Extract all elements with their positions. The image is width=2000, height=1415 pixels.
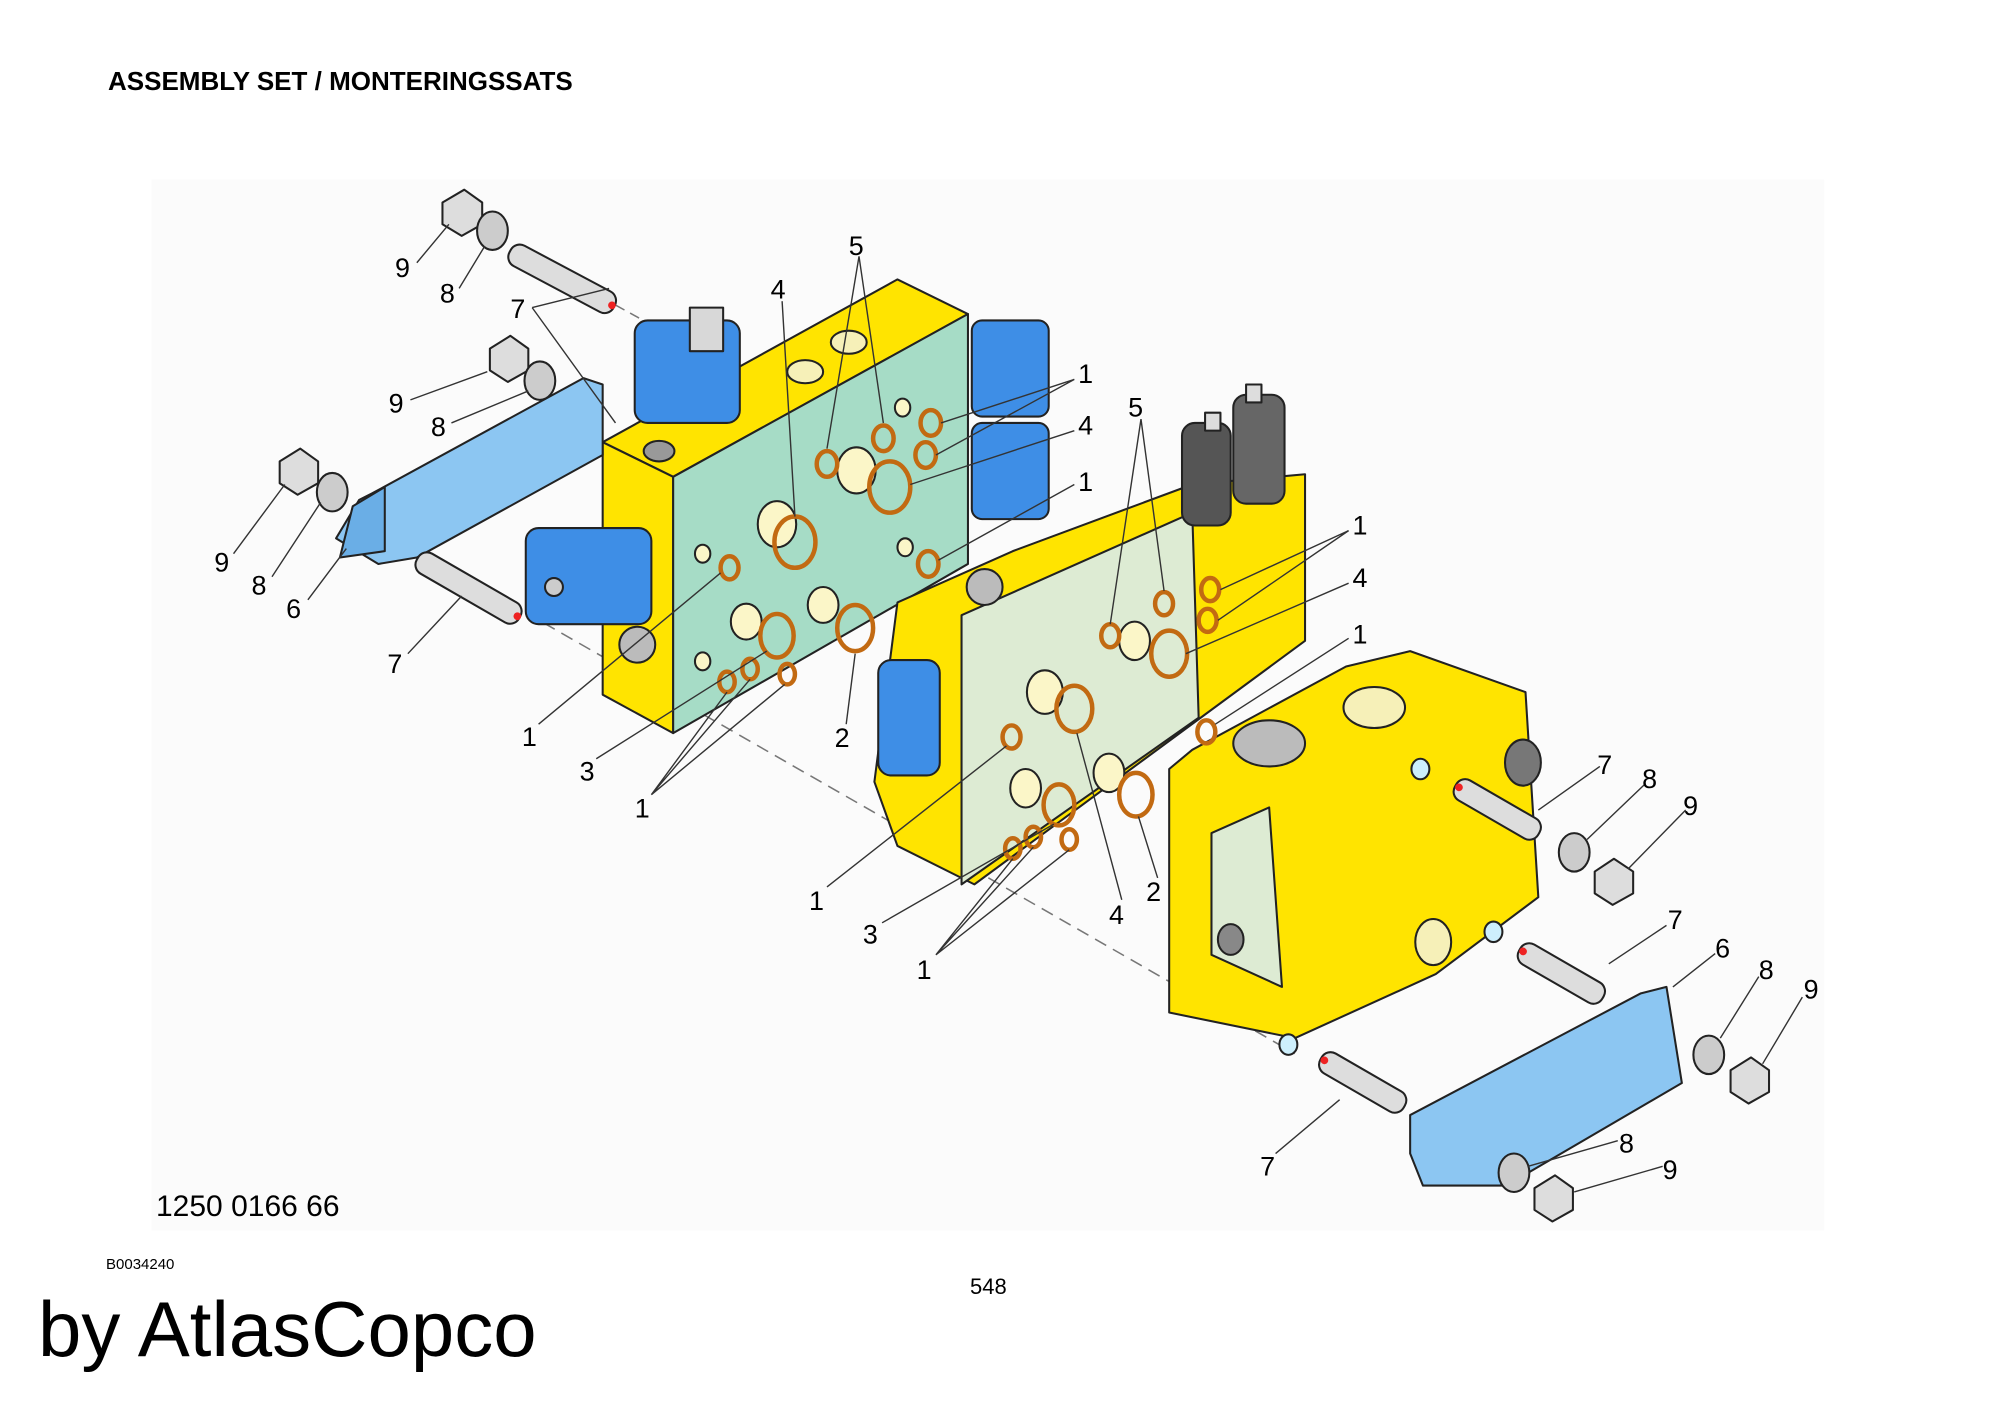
callout-label: 6 — [286, 594, 301, 624]
callout-label: 9 — [1804, 974, 1819, 1004]
leader-lines — [232, 223, 1803, 1193]
callout-label: 8 — [251, 571, 266, 601]
callout-label: 7 — [1260, 1151, 1275, 1181]
page-title: ASSEMBLY SET / MONTERINGSSATS — [108, 66, 573, 96]
brand-watermark: by AtlasCopco — [38, 1285, 537, 1373]
callout-label: 8 — [440, 278, 455, 308]
callout-label: 3 — [863, 919, 878, 949]
valve-block-left — [601, 278, 969, 735]
callout-label: 2 — [835, 723, 850, 753]
callout-label: 1 — [522, 722, 537, 752]
callout-label: 1 — [1078, 467, 1093, 497]
callout-label: 9 — [1683, 791, 1698, 821]
callout-label: 3 — [580, 757, 595, 787]
callout-labels: 9 8 7 4 5 9 8 1 4 1 9 8 6 7 1 3 1 2 5 1 … — [214, 231, 1818, 1185]
callout-label: 1 — [1352, 619, 1367, 649]
callout-label: 4 — [771, 275, 786, 305]
bracket-left — [335, 377, 604, 565]
callout-label: 8 — [1642, 764, 1657, 794]
nuts-and-washers — [278, 188, 1771, 1223]
solenoid-coil-right-lower — [970, 421, 1050, 521]
callout-label: 6 — [1715, 933, 1730, 963]
callout-label: 9 — [389, 389, 404, 419]
solenoid-coil-top — [633, 306, 741, 424]
callout-label: 5 — [1128, 393, 1143, 423]
valve-block-middle — [873, 383, 1307, 886]
solenoid-coil-left — [524, 527, 653, 626]
callout-label: 9 — [1663, 1155, 1678, 1185]
callout-label: 5 — [849, 231, 864, 261]
callout-label: 4 — [1109, 900, 1124, 930]
page-number: 548 — [970, 1274, 1007, 1299]
valve-block-right — [1168, 650, 1542, 1056]
callout-label: 1 — [1078, 359, 1093, 389]
solenoid-coil-right-upper — [970, 319, 1050, 418]
callout-label: 7 — [1597, 750, 1612, 780]
callout-label: 4 — [1078, 410, 1093, 440]
studs — [414, 243, 1607, 1114]
callout-label: 9 — [214, 548, 229, 578]
callout-label: 7 — [1668, 905, 1683, 935]
callout-label: 1 — [917, 955, 932, 985]
callout-label: 1 — [809, 886, 824, 916]
callout-label: 1 — [1352, 510, 1367, 540]
assembly-axis-line — [615, 304, 668, 334]
callout-label: 1 — [635, 794, 650, 824]
bracket-right — [1409, 985, 1683, 1187]
callout-label: 8 — [1759, 955, 1774, 985]
callout-label: 7 — [510, 294, 525, 324]
callout-label: 8 — [431, 412, 446, 442]
part-number: 1250 0166 66 — [156, 1190, 340, 1223]
callout-label: 8 — [1619, 1128, 1634, 1158]
callout-label: 4 — [1352, 563, 1367, 593]
callout-label: 9 — [395, 253, 410, 283]
drawing-number: B0034240 — [106, 1256, 175, 1273]
callout-label: 2 — [1146, 877, 1161, 907]
o-rings — [717, 407, 1222, 861]
callout-label: 7 — [387, 649, 402, 679]
